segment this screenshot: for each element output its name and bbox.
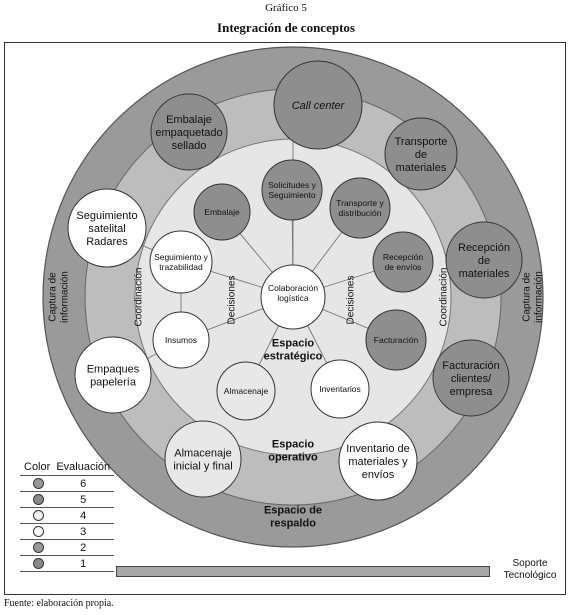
label-almacenaje: Almacenaje	[224, 386, 269, 396]
label-coordinacion-right: Coordinación	[439, 268, 450, 327]
figure-title: Integración de conceptos	[217, 20, 355, 35]
legend-color-dot	[33, 526, 44, 538]
node-seguimiento-satelital	[67, 188, 147, 268]
node-embalaje-sellado	[150, 93, 228, 171]
figure-frame	[4, 42, 566, 595]
legend-color-dot	[33, 558, 44, 570]
legend-row: 4	[20, 507, 114, 524]
legend-row: 1	[20, 555, 114, 572]
node-embalaje	[193, 183, 251, 241]
node-almacenaje-inicial	[164, 420, 242, 498]
legend-eval-header: Evaluación	[56, 461, 111, 473]
label-coordinacion-left: Coordinación	[134, 268, 145, 327]
legend-color-cell	[20, 555, 53, 572]
label-insumos: Insumos	[165, 335, 197, 345]
node-insumos	[152, 311, 210, 369]
soporte-line-1: Soporte	[512, 558, 548, 569]
node-center	[260, 264, 326, 330]
node-inventario-envios	[338, 421, 418, 501]
label-call-center: Call center	[292, 100, 346, 112]
legend-color-cell	[20, 475, 53, 492]
node-transporte-distribucion	[329, 177, 391, 239]
legend-color-cell	[20, 539, 53, 556]
label-decisiones-left: Decisiones	[227, 276, 238, 325]
legend-color-cell	[20, 507, 53, 524]
legend-row: 5	[20, 491, 114, 508]
node-almacenaje	[216, 361, 276, 421]
legend-color-dot	[33, 494, 44, 506]
node-facturacion	[365, 309, 427, 371]
legend-color-dot	[33, 510, 44, 522]
node-call-center	[273, 60, 363, 150]
soporte-tecnologico-label: Soporte Tecnológico	[490, 558, 570, 582]
legend-eval-value: 6	[52, 475, 114, 492]
legend-color-cell	[20, 491, 53, 508]
legend-eval-value: 3	[52, 523, 114, 540]
node-recepcion-envios	[372, 231, 434, 293]
source-note: Fuente: elaboración propia.	[4, 598, 114, 609]
legend-eval-value: 1	[52, 555, 114, 572]
legend-color-dot	[33, 542, 44, 554]
label-embalaje: Embalaje	[204, 207, 240, 217]
figure-number: Gráfico 5	[265, 2, 307, 14]
node-inventarios	[310, 359, 370, 419]
node-facturacion-clientes	[432, 339, 510, 417]
legend-color-dot	[33, 478, 44, 490]
legend-row: 3	[20, 523, 114, 540]
legend-row: 2	[20, 539, 114, 556]
legend-color-cell	[20, 523, 53, 540]
node-solicitudes	[261, 159, 323, 221]
legend-color-header: Color	[24, 461, 51, 473]
node-seguimiento-trazabilidad	[149, 230, 213, 294]
node-transporte-materiales	[384, 117, 458, 191]
legend-row: 6	[20, 475, 114, 492]
soporte-line-2: Tecnológico	[503, 570, 557, 581]
soporte-tecnologico-bar	[116, 566, 490, 577]
label-captura-right: Captura deinformación	[522, 271, 545, 323]
label-inventarios: Inventarios	[319, 384, 361, 394]
legend-eval-value: 5	[52, 491, 114, 508]
legend-eval-value: 2	[52, 539, 114, 556]
label-decisiones-right: Decisiones	[346, 276, 357, 325]
label-facturacion: Facturación	[374, 335, 419, 345]
label-captura-left: Captura deinformación	[48, 271, 71, 323]
node-recepcion-materiales	[445, 221, 523, 299]
node-empaques-papeleria	[74, 336, 152, 414]
legend-eval-value: 4	[52, 507, 114, 524]
